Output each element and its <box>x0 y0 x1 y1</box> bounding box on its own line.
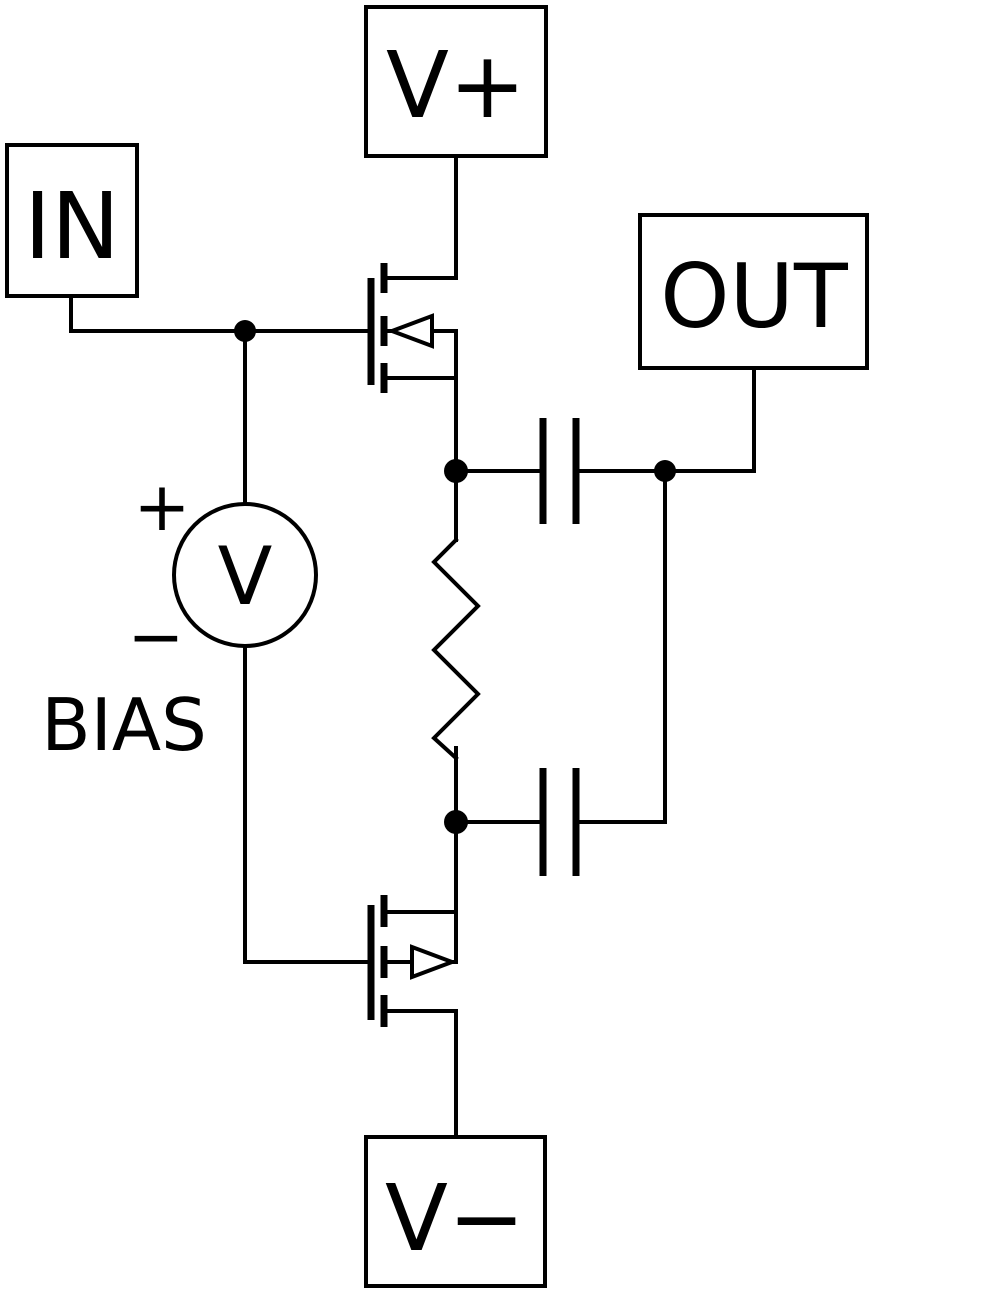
wire-input <box>69 294 370 333</box>
wire-vplus <box>386 154 458 280</box>
vminus-label: V− <box>385 1165 525 1272</box>
upper-capacitor <box>539 418 580 524</box>
junction-lower-node <box>444 810 468 834</box>
junction-upper-node <box>444 459 468 483</box>
junction-gate <box>234 320 256 342</box>
upper-arrow-head <box>386 313 434 349</box>
input-terminal: IN <box>5 143 139 298</box>
wire-right-bus <box>574 469 667 824</box>
wire-output <box>663 366 756 473</box>
junction-output <box>654 460 676 482</box>
wire-vminus <box>386 1009 458 1139</box>
vplus-terminal: V+ <box>364 5 548 158</box>
vminus-terminal: V− <box>364 1135 547 1288</box>
bias-source-symbol: V <box>218 530 273 623</box>
junctions <box>234 320 676 834</box>
bias-plus-sign: + <box>134 468 191 547</box>
vplus-label: V+ <box>386 32 526 139</box>
bias-source-circle <box>172 502 318 648</box>
bias-minus-sign: − <box>128 598 185 677</box>
bias-label: BIAS <box>41 683 207 767</box>
lower-mosfet <box>367 895 458 1027</box>
wire-lower-drain <box>386 746 458 914</box>
upper-mosfet <box>367 263 434 393</box>
bias-voltage-source: V + − BIAS <box>41 468 318 767</box>
wire-upper-source <box>386 376 458 542</box>
output-label: OUT <box>660 245 849 348</box>
resistor <box>431 537 481 761</box>
wire-bias-bottom <box>243 646 370 964</box>
output-terminal: OUT <box>638 213 869 370</box>
wire-upper-arrow-lead <box>430 329 458 380</box>
lower-arrow-head <box>410 944 458 980</box>
input-label: IN <box>24 173 120 280</box>
lower-capacitor <box>539 768 580 876</box>
